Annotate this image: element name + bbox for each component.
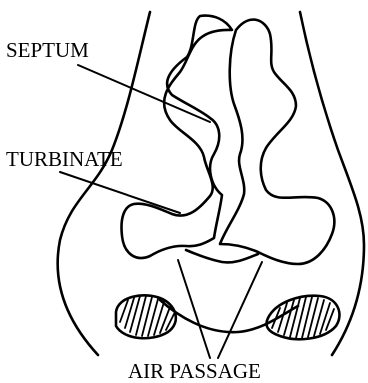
left-nostril bbox=[116, 295, 176, 338]
air-passage-leader-right-line bbox=[218, 262, 262, 358]
turbinate-leader-line bbox=[60, 172, 180, 213]
air-passage-label: AIR PASSAGE bbox=[128, 359, 261, 383]
right-nasal-cavity bbox=[220, 20, 334, 264]
nasal-floor bbox=[186, 250, 258, 262]
left-nasal-cavity bbox=[122, 16, 233, 258]
air-passage-leader-left-line bbox=[178, 260, 210, 358]
septum-leader-line bbox=[78, 65, 210, 122]
turbinate-label: TURBINATE bbox=[6, 147, 123, 171]
nose-outline-left bbox=[58, 12, 150, 355]
septum-label: SEPTUM bbox=[6, 38, 89, 62]
